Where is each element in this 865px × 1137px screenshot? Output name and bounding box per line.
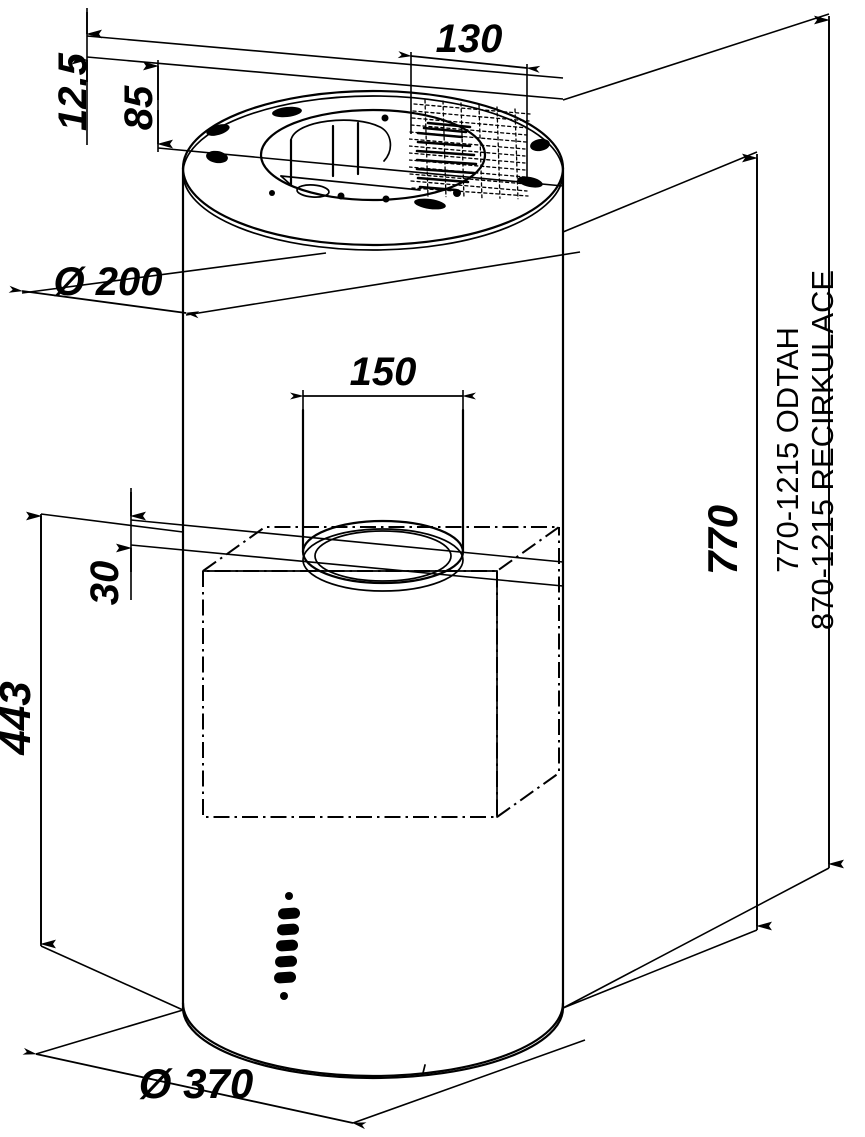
dim-label-30: 30 bbox=[83, 561, 127, 606]
dim-label-diameter-200: Ø 200 bbox=[54, 260, 163, 304]
dim-label-85: 85 bbox=[117, 85, 161, 130]
control-buttons bbox=[274, 907, 301, 984]
indicator-led-top bbox=[285, 892, 293, 900]
dimension-diameter-370: Ø 370 bbox=[22, 1009, 586, 1130]
dimension-85: 85 bbox=[117, 60, 564, 187]
dim-label-diameter-370: Ø 370 bbox=[139, 1060, 253, 1107]
dimension-30: 30 bbox=[83, 488, 564, 606]
mounting-holes bbox=[206, 106, 550, 210]
dimension-150: 150 bbox=[290, 350, 476, 412]
indicator-led-bottom bbox=[280, 992, 288, 1000]
hood-body-cylinder bbox=[181, 166, 565, 1080]
perforated-grille bbox=[409, 99, 531, 200]
dim-label-12-5: 12.5 bbox=[51, 52, 95, 131]
dim-label-130: 130 bbox=[436, 17, 503, 61]
internal-motor-housing bbox=[280, 119, 421, 191]
dim-label-443: 443 bbox=[0, 681, 40, 755]
internal-filter-box bbox=[199, 526, 563, 818]
dimension-overall-height: 770-1215 ODTAH 870-1215 RECIRKULACE bbox=[562, 13, 844, 1009]
dimension-443: 443 bbox=[0, 511, 184, 1011]
control-panel[interactable] bbox=[274, 892, 301, 1000]
note-recirculation: 870-1215 RECIRKULACE bbox=[805, 270, 840, 630]
dimension-770: 770 bbox=[562, 151, 772, 1009]
dimension-130: 130 bbox=[397, 17, 541, 182]
note-extraction: 770-1215 ODTAH bbox=[770, 327, 805, 573]
top-flange-ring bbox=[181, 89, 565, 251]
dim-label-770: 770 bbox=[699, 505, 746, 575]
dimension-diameter-200: Ø 200 bbox=[8, 251, 581, 319]
dimension-12-5: 12.5 bbox=[51, 8, 564, 145]
dim-label-150: 150 bbox=[350, 350, 417, 394]
